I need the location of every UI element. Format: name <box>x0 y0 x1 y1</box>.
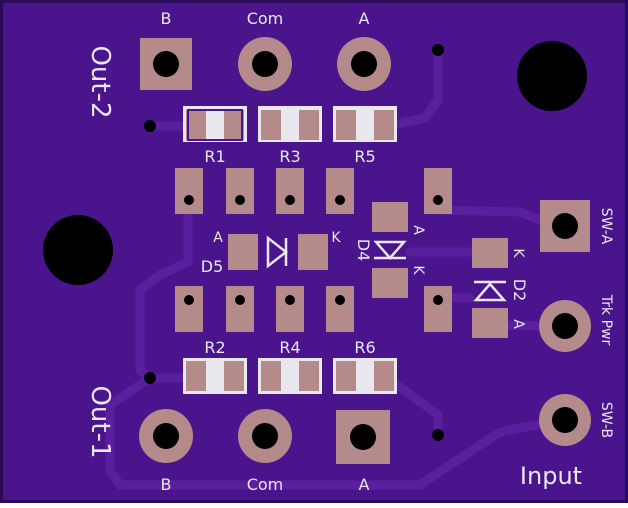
resistors-bottom <box>183 358 397 394</box>
via-icon <box>144 372 156 384</box>
diode-d4 <box>372 202 408 298</box>
via-icon <box>144 120 156 132</box>
pad-drill <box>351 51 377 77</box>
diode-symbol-icon <box>473 280 507 302</box>
solder-pad-icon <box>228 234 258 270</box>
top-pin-com-label: Com <box>247 9 284 28</box>
bottom-pin-a-label: A <box>359 475 370 494</box>
solder-pad-icon <box>372 268 408 298</box>
d5-label: D5 <box>201 257 224 276</box>
r6-label: R6 <box>354 338 375 357</box>
input-label: Input <box>520 462 582 490</box>
r1-label: R1 <box>204 147 225 166</box>
diode-d5 <box>228 234 328 270</box>
out1-label: Out-1 <box>85 385 115 458</box>
d4-anode-label: A <box>410 225 426 235</box>
top-pin-a-label: A <box>359 9 370 28</box>
pad-drill <box>153 423 179 449</box>
diode-symbol-icon <box>266 235 289 269</box>
solder-pad-icon <box>372 202 408 232</box>
mounting-hole-icon <box>43 215 113 285</box>
r4-label: R4 <box>279 338 300 357</box>
via-icon <box>432 429 444 441</box>
vias <box>144 44 444 441</box>
pad-drill <box>350 424 376 450</box>
solder-pad-icon <box>472 308 508 338</box>
bottom-header <box>139 409 390 464</box>
pad-drill <box>552 407 578 433</box>
pad-drill <box>153 51 179 77</box>
d4-label: D4 <box>354 239 373 262</box>
r2-label: R2 <box>204 338 225 357</box>
diode-d2 <box>472 238 508 338</box>
r5-label: R5 <box>354 147 375 166</box>
pad-drill <box>552 313 578 339</box>
bottom-pin-b-label: B <box>161 475 172 494</box>
solder-pad-icon <box>298 234 328 270</box>
mounting-hole-icon <box>517 41 587 111</box>
r3-label: R3 <box>279 147 300 166</box>
right-connectors <box>539 200 591 446</box>
silkscreen-text: B Com A B Com A Out-2 Out-1 R1 R3 R5 R2 … <box>85 9 614 494</box>
diode-symbol-icon <box>373 240 407 260</box>
via-icon <box>432 44 444 56</box>
tht-pad-row-lower <box>175 286 452 332</box>
bottom-pin-com-label: Com <box>247 475 284 494</box>
d2-anode-label: A <box>510 319 526 329</box>
top-pin-b-label: B <box>161 9 172 28</box>
resistors-top <box>183 106 397 142</box>
out2-label: Out-2 <box>85 45 115 118</box>
d5-cathode-label: K <box>331 230 341 246</box>
solder-pad-icon <box>472 238 508 268</box>
d4-cathode-label: K <box>410 265 426 275</box>
top-header <box>140 37 391 91</box>
sw-b-label: SW-B <box>598 402 614 438</box>
pad-drill <box>252 51 278 77</box>
d2-cathode-label: K <box>510 248 526 258</box>
d2-label: D2 <box>510 279 529 302</box>
d5-anode-label: A <box>213 230 223 246</box>
tht-pad-row-upper <box>175 168 452 214</box>
pad-drill <box>252 423 278 449</box>
trk-pwr-label: Trk Pwr <box>598 294 614 346</box>
pad-drill <box>552 213 578 239</box>
sw-a-label: SW-A <box>598 208 614 245</box>
